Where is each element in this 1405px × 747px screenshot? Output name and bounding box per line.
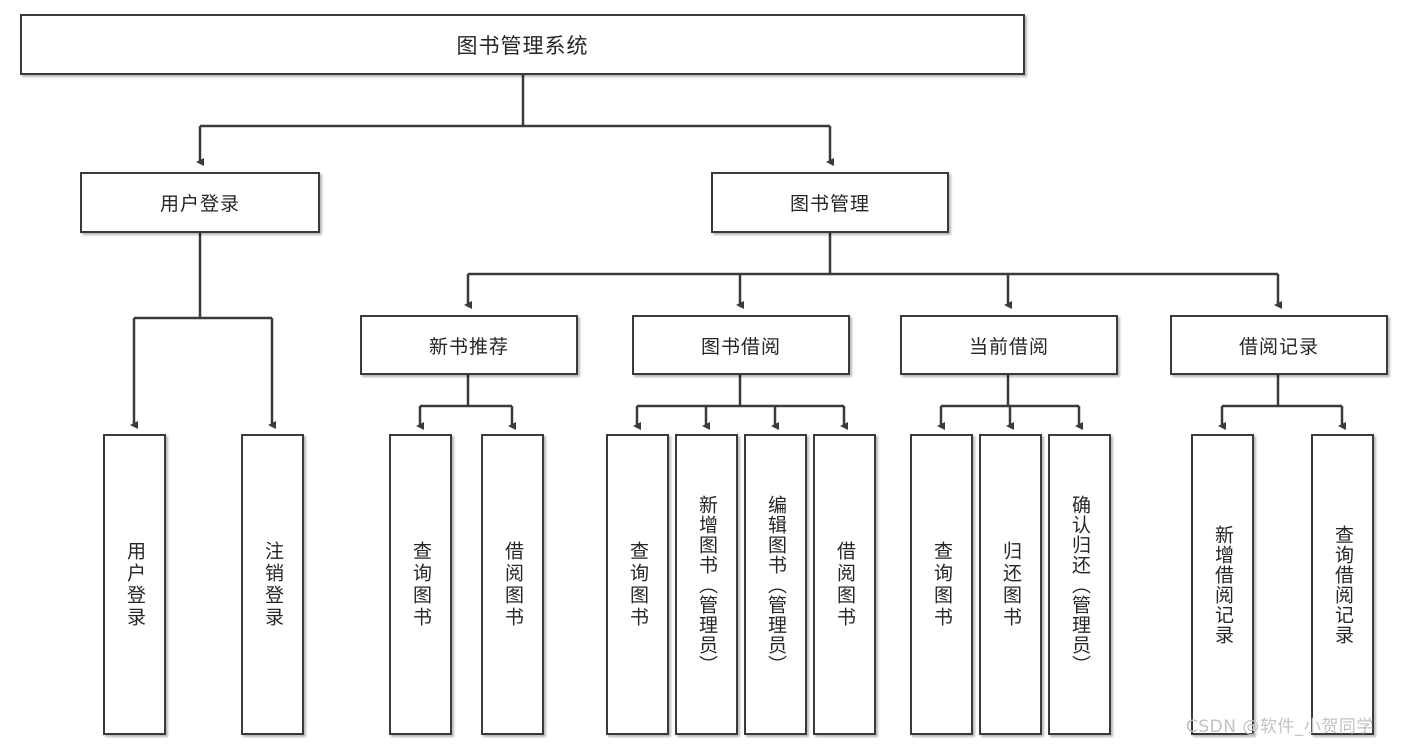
node-leaf-user-logout-label: 注销登录 [262, 540, 284, 629]
node-leaf-current-return-book[interactable]: 归还图书 [979, 434, 1042, 735]
node-leaf-rec-query-book[interactable]: 查询图书 [389, 434, 452, 735]
node-leaf-record-add[interactable]: 新增借阅记录 [1191, 434, 1254, 735]
node-root[interactable]: 图书管理系统 [20, 14, 1025, 75]
node-borrow-record-label: 借阅记录 [1238, 335, 1319, 358]
node-user-login[interactable]: 用户登录 [80, 172, 320, 233]
node-leaf-borrow-edit-book-label: 编辑图书（管理员） [765, 494, 787, 675]
node-leaf-current-return-book-label: 归还图书 [1000, 540, 1022, 629]
node-leaf-borrow-query-book-label: 查询图书 [627, 540, 649, 629]
node-leaf-record-query-label: 查询借阅记录 [1332, 524, 1354, 645]
node-leaf-borrow-edit-book[interactable]: 编辑图书（管理员） [744, 434, 807, 735]
node-leaf-current-query-book[interactable]: 查询图书 [910, 434, 973, 735]
node-leaf-record-add-label: 新增借阅记录 [1212, 524, 1234, 645]
csdn-watermark: CSDN @软件_小贺同学 [1186, 717, 1374, 737]
node-current-borrow-label: 当前借阅 [968, 335, 1049, 358]
node-book-borrow-label: 图书借阅 [700, 335, 781, 358]
node-root-label: 图书管理系统 [456, 33, 589, 58]
node-leaf-user-login-label: 用户登录 [124, 540, 146, 629]
node-leaf-borrow-add-book-label: 新增图书（管理员） [696, 494, 718, 675]
node-leaf-current-query-book-label: 查询图书 [931, 540, 953, 629]
node-leaf-record-query[interactable]: 查询借阅记录 [1311, 434, 1374, 735]
node-leaf-borrow-borrow-book[interactable]: 借阅图书 [813, 434, 876, 735]
node-user-login-label: 用户登录 [159, 193, 240, 215]
node-leaf-rec-query-book-label: 查询图书 [410, 540, 432, 629]
node-new-book-rec[interactable]: 新书推荐 [360, 315, 578, 375]
node-book-manage-label: 图书管理 [789, 193, 870, 215]
node-book-borrow[interactable]: 图书借阅 [632, 315, 850, 375]
node-leaf-borrow-query-book[interactable]: 查询图书 [606, 434, 669, 735]
node-new-book-rec-label: 新书推荐 [428, 335, 509, 358]
node-leaf-borrow-add-book[interactable]: 新增图书（管理员） [675, 434, 738, 735]
node-leaf-user-login[interactable]: 用户登录 [103, 434, 166, 735]
node-leaf-rec-borrow-book-label: 借阅图书 [502, 540, 524, 629]
node-leaf-user-logout[interactable]: 注销登录 [241, 434, 304, 735]
node-current-borrow[interactable]: 当前借阅 [900, 315, 1118, 375]
node-leaf-borrow-borrow-book-label: 借阅图书 [834, 540, 856, 629]
node-leaf-current-confirm-return-label: 确认归还（管理员） [1069, 494, 1091, 675]
node-leaf-rec-borrow-book[interactable]: 借阅图书 [481, 434, 544, 735]
node-book-manage[interactable]: 图书管理 [711, 172, 949, 233]
node-borrow-record[interactable]: 借阅记录 [1170, 315, 1388, 375]
node-leaf-current-confirm-return[interactable]: 确认归还（管理员） [1048, 434, 1111, 735]
